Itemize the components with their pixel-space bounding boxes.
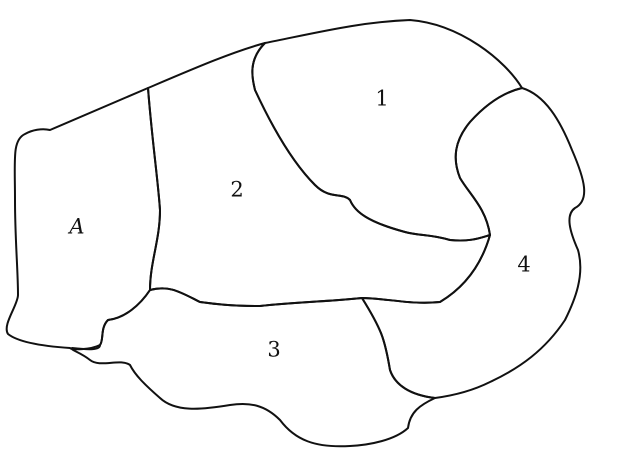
region-a-label: A — [67, 215, 84, 239]
region-2-label: 2 — [230, 178, 243, 202]
region-3-label: 3 — [267, 338, 280, 362]
region-2-outline — [147, 42, 491, 307]
region-4-label: 4 — [517, 253, 530, 277]
region-3-outline — [70, 287, 436, 448]
region-1-label: 1 — [375, 87, 388, 111]
region-1-outline — [251, 19, 523, 242]
region-4-outline — [361, 87, 586, 399]
